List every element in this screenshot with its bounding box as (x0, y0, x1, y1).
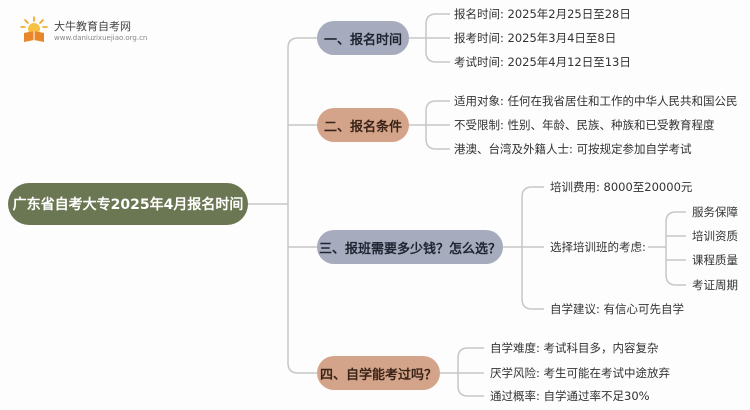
logo-title: 大牛教育自考网 (54, 20, 131, 33)
leaf-applicable-persons: 适用对象: 任何在我省居住和工作的中华人民共和国公民 (454, 94, 738, 108)
root-topic: 广东省自考大专2025年4月报名时间 (8, 183, 248, 225)
site-logo: 大牛教育自考网 www.daniuzixuejiao.org.cn (20, 16, 180, 46)
leaf-service-guarantee: 服务保障 (692, 205, 738, 219)
leaf-self-study-difficulty: 自学难度: 考试科目多，内容复杂 (490, 341, 659, 355)
leaf-exam-date: 考试时间: 2025年4月12日至13日 (454, 55, 631, 69)
leaf-self-study-advice: 自学建议: 有信心可先自学 (550, 302, 685, 316)
leaf-training-fee: 培训费用: 8000至20000元 (550, 180, 693, 194)
book-logo-icon (20, 16, 48, 42)
leaf-training-qualification: 培训资质 (692, 229, 738, 243)
branch-self-study: 四、自学能考过吗？ (317, 356, 440, 390)
leaf-exam-signup-date: 报考时间: 2025年3月4日至8日 (454, 31, 617, 45)
branch-registration-time: 一、报名时间 (317, 21, 409, 55)
logo-url: www.daniuzixuejiao.org.cn (54, 34, 148, 42)
leaf-certification-cycle: 考证周期 (692, 278, 738, 292)
leaf-foreign-applicants: 港澳、台湾及外籍人士: 可按规定参加自学考试 (454, 142, 692, 156)
branch-class-cost: 三、报班需要多少钱？怎么选？ (317, 230, 503, 264)
leaf-pass-rate: 通过概率: 自学通过率不足30% (490, 389, 650, 403)
leaf-choice-considerations: 选择培训班的考虑: (550, 240, 646, 254)
branch-registration-conditions: 二、报名条件 (317, 108, 409, 142)
leaf-course-quality: 课程质量 (692, 253, 738, 267)
leaf-registration-date: 报名时间: 2025年2月25日至28日 (454, 7, 631, 21)
leaf-no-restrictions: 不受限制: 性别、年龄、民族、种族和已受教育程度 (454, 118, 715, 132)
leaf-dropout-risk: 厌学风险: 考生可能在考试中途放弃 (490, 366, 671, 380)
